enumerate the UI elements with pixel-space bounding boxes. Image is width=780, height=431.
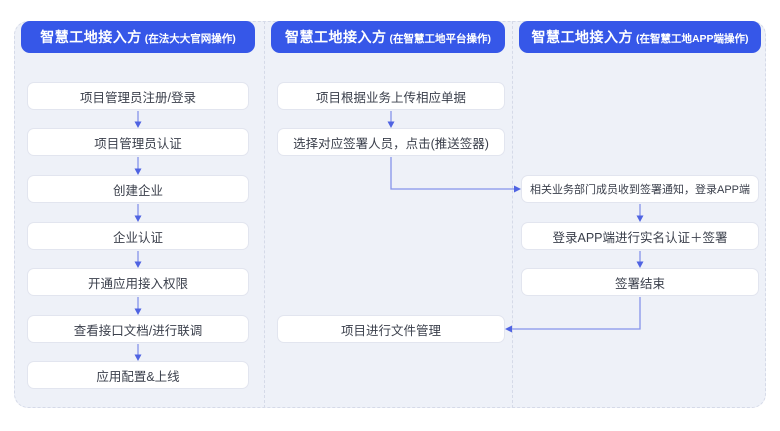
step-admin-verify: 项目管理员认证	[27, 128, 249, 156]
step-sign-finished: 签署结束	[521, 268, 759, 296]
step-file-management: 项目进行文件管理	[277, 315, 505, 343]
column-header-platform: 智慧工地接入方 (在智慧工地平台操作)	[271, 21, 505, 53]
step-enterprise-verify: 企业认证	[27, 222, 249, 250]
column-header-subtitle: (在智慧工地平台操作)	[389, 32, 492, 45]
step-app-config-launch: 应用配置&上线	[27, 361, 249, 389]
column-header-subtitle: (在智慧工地APP端操作)	[635, 32, 749, 45]
column-divider-1	[264, 21, 265, 408]
column-header-subtitle: (在法大大官网操作)	[144, 32, 236, 45]
step-create-enterprise: 创建企业	[27, 175, 249, 203]
step-sign-notice-login-app: 相关业务部门成员收到签署通知，登录APP端	[521, 175, 759, 203]
column-header-title: 智慧工地接入方	[40, 29, 142, 45]
column-header-fadada-site: 智慧工地接入方 (在法大大官网操作)	[21, 21, 255, 53]
step-upload-documents: 项目根据业务上传相应单据	[277, 82, 505, 110]
diagram-panel	[14, 21, 766, 408]
step-register-login: 项目管理员注册/登录	[27, 82, 249, 110]
column-header-title: 智慧工地接入方	[285, 29, 387, 45]
step-select-signers-push: 选择对应签署人员，点击(推送签器)	[277, 128, 505, 156]
column-header-app: 智慧工地接入方 (在智慧工地APP端操作)	[519, 21, 761, 53]
column-divider-2	[512, 21, 513, 408]
step-app-realname-sign: 登录APP端进行实名认证＋签署	[521, 222, 759, 250]
step-open-api-access: 开通应用接入权限	[27, 268, 249, 296]
column-header-title: 智慧工地接入方	[531, 29, 633, 45]
step-api-docs-debug: 查看接口文档/进行联调	[27, 315, 249, 343]
